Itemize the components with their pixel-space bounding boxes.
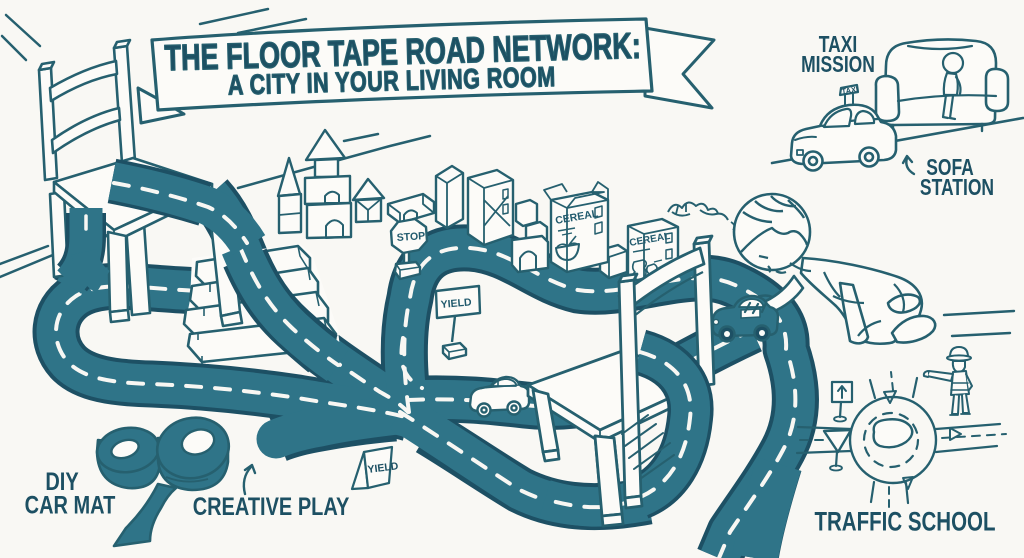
- svg-text:CAR MAT: CAR MAT: [25, 492, 116, 520]
- svg-text:TAXI: TAXI: [819, 33, 858, 58]
- svg-text:CREATIVE PLAY: CREATIVE PLAY: [193, 493, 350, 521]
- svg-text:SOFA: SOFA: [926, 156, 974, 181]
- svg-text:STATION: STATION: [920, 176, 994, 201]
- svg-text:DIY: DIY: [45, 468, 78, 496]
- svg-text:STOP: STOP: [396, 230, 425, 244]
- svg-text:TRAFFIC SCHOOL: TRAFFIC SCHOOL: [814, 507, 995, 537]
- svg-text:YIELD: YIELD: [367, 460, 400, 476]
- svg-text:TAXI: TAXI: [841, 85, 859, 96]
- svg-text:YIELD: YIELD: [440, 296, 472, 311]
- svg-text:MISSION: MISSION: [801, 53, 875, 78]
